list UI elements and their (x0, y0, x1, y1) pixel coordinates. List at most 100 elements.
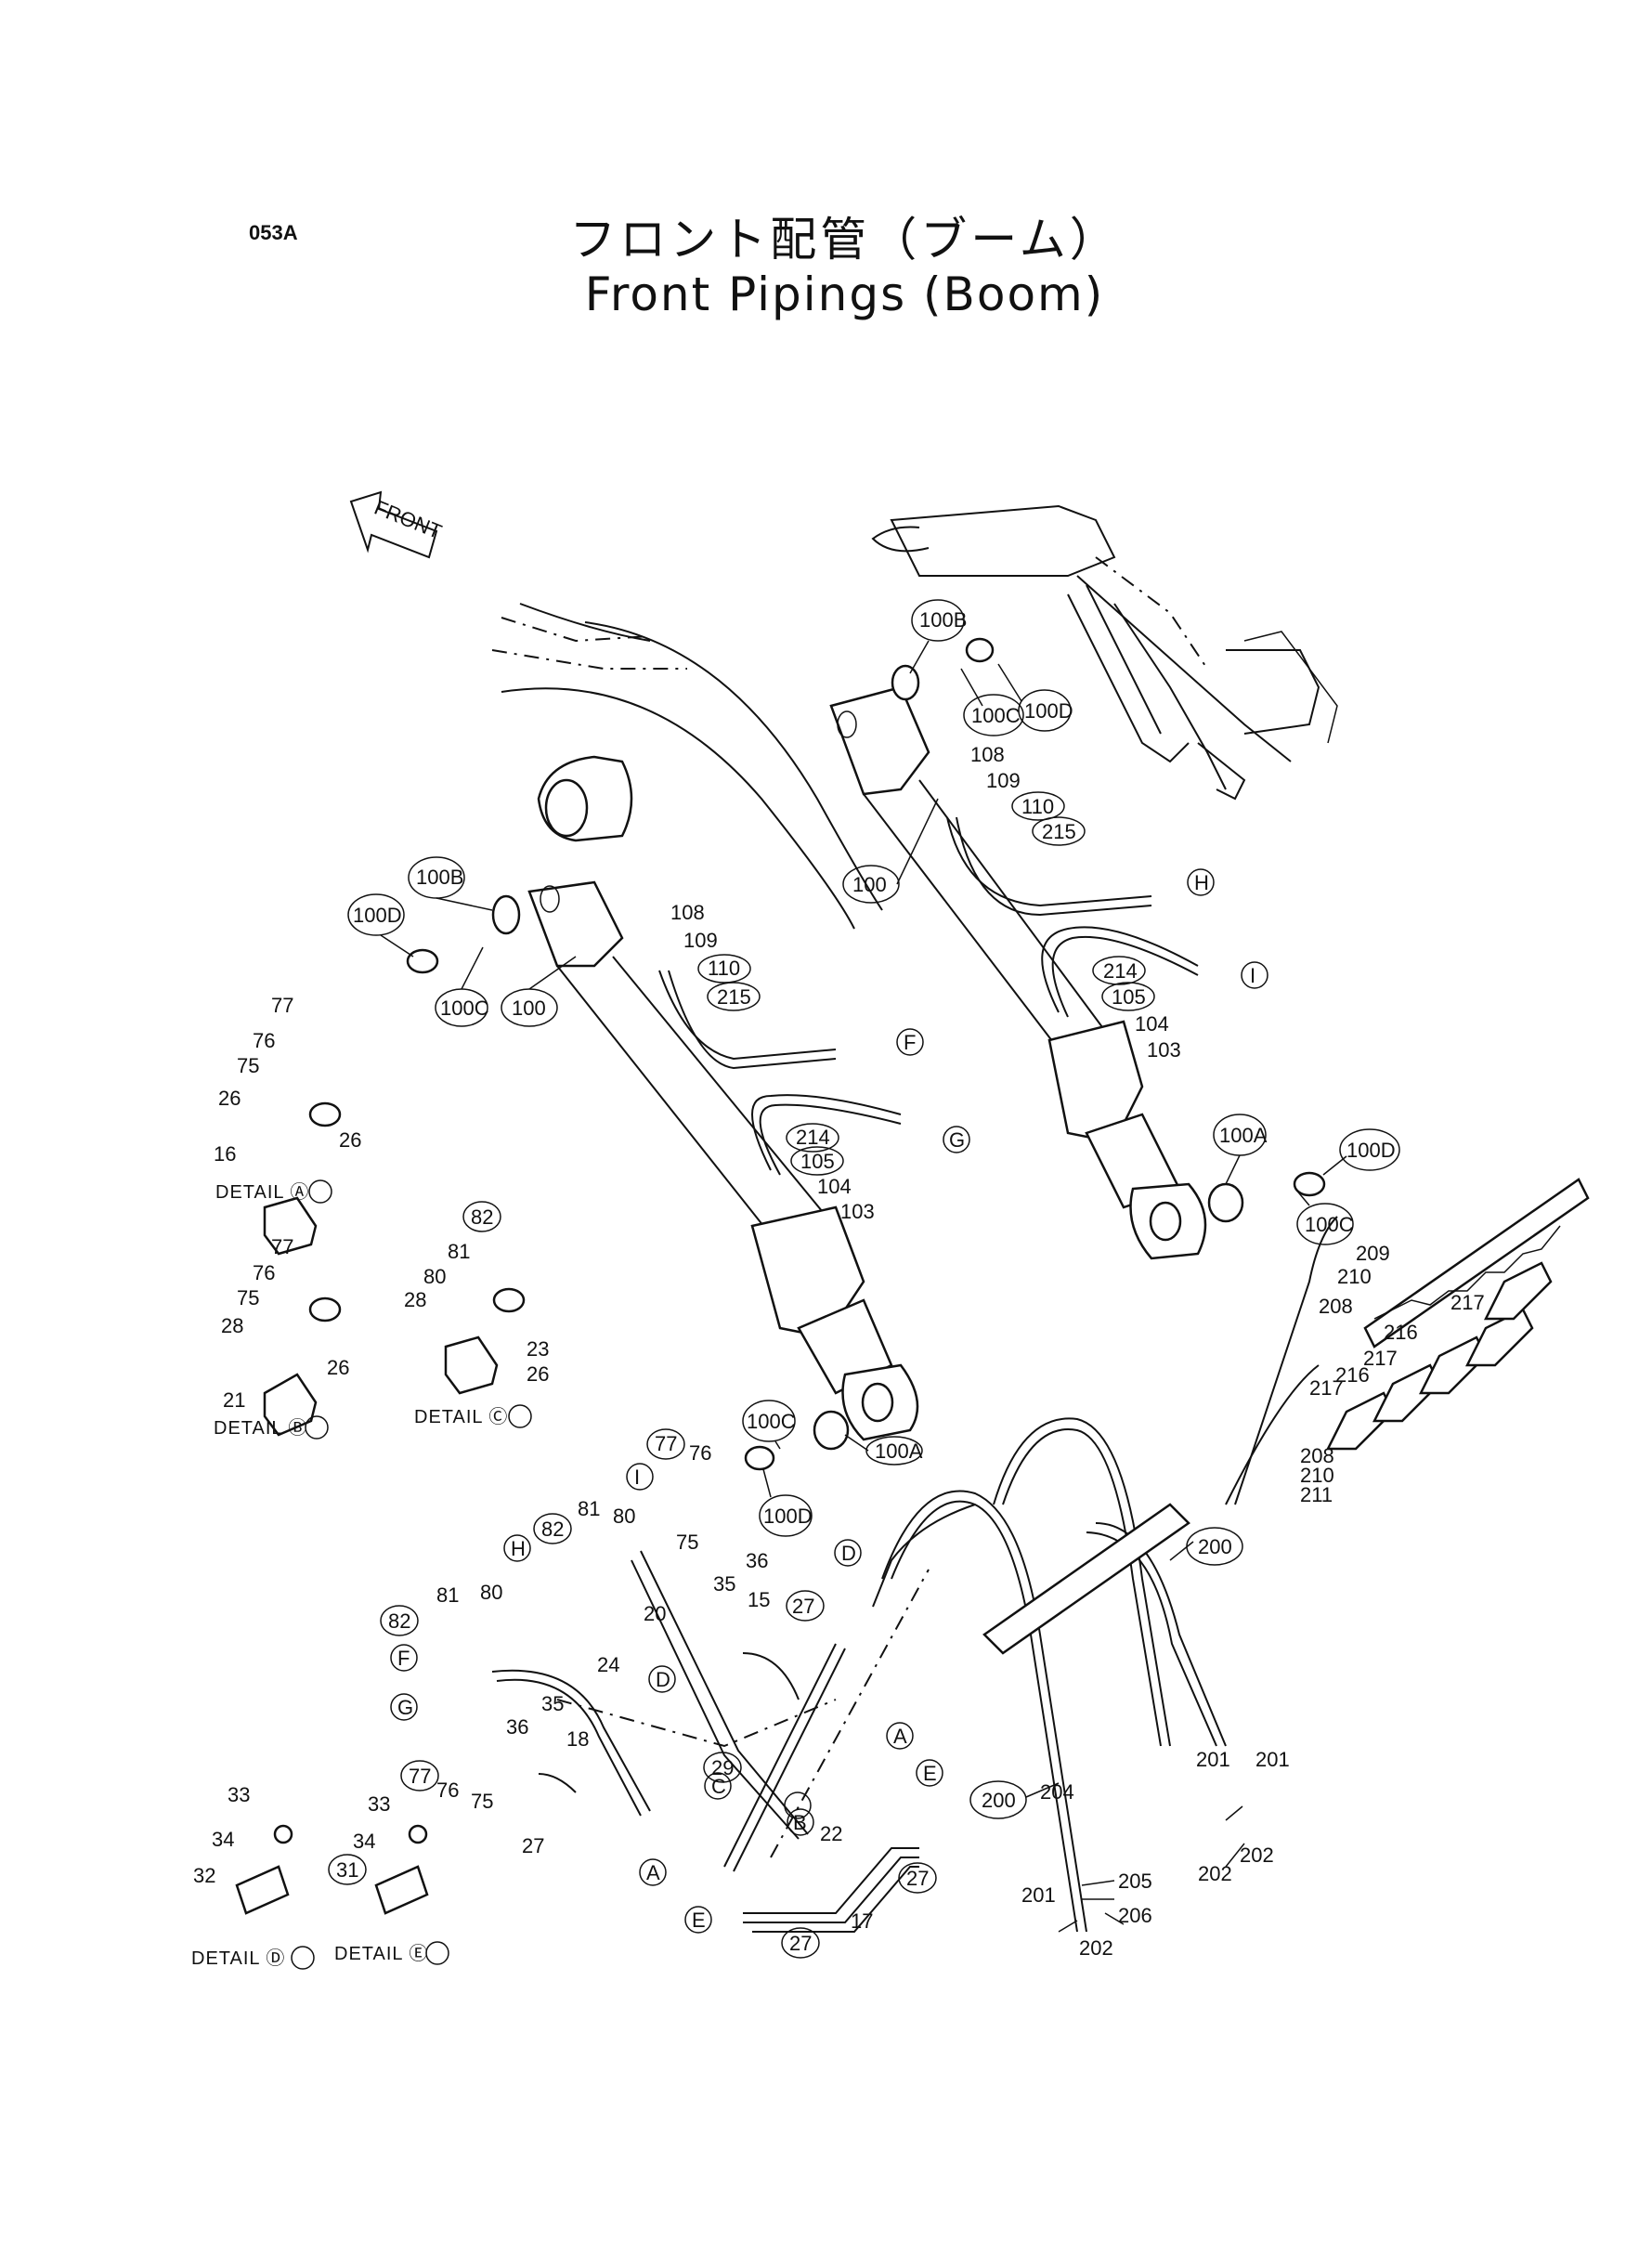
callout-204: 204 (1040, 1780, 1074, 1804)
callout-36-lower-left: 36 (506, 1715, 528, 1739)
callout-105-left: 105 (800, 1150, 835, 1173)
callout-bubbles (328, 599, 1400, 1959)
callout-35-lower: 35 (713, 1572, 735, 1596)
callout-81-detail-c: 81 (448, 1240, 470, 1263)
callout-82-detail-c: 82 (471, 1205, 493, 1229)
callout-34-detail-d: 34 (212, 1828, 234, 1851)
callout-34-detail-e: 34 (353, 1830, 375, 1853)
callout-100c-lower-right: 100C (1305, 1213, 1354, 1236)
page-title-english: Front Pipings (Boom) (584, 267, 1105, 321)
connection-c-lower: C (711, 1775, 726, 1798)
boom-cylinder-right (829, 685, 1207, 1260)
connection-g-lower: G (397, 1696, 413, 1719)
callout-100b-right: 100B (919, 608, 967, 632)
callout-104-left: 104 (817, 1175, 852, 1198)
callout-217-left: 217 (1309, 1376, 1344, 1400)
detail-a-label: DETAIL Ⓐ (215, 1181, 309, 1203)
callout-76-lower: 76 (689, 1441, 711, 1465)
connection-e-lower: E (923, 1762, 937, 1785)
detail-e-label: DETAIL Ⓔ (334, 1943, 428, 1964)
callout-100-left: 100 (512, 997, 546, 1020)
callout-104-right: 104 (1135, 1012, 1169, 1036)
callout-77-detail-b: 77 (271, 1235, 293, 1258)
callout-215-right: 215 (1042, 820, 1076, 843)
callout-105-right: 105 (1112, 985, 1146, 1009)
harness-plate (1234, 1178, 1590, 1505)
hoses (658, 816, 1199, 1176)
front-direction-arrow: FRONT (349, 490, 446, 559)
callout-100a-lower-left: 100A (875, 1440, 923, 1463)
callout-81-lower: 81 (578, 1497, 600, 1520)
callout-28-detail-b: 28 (221, 1314, 243, 1337)
connection-i-lower: I (634, 1466, 640, 1489)
callout-15-lower: 15 (748, 1588, 770, 1611)
callout-103-right: 103 (1147, 1038, 1181, 1062)
callout-109-left: 109 (683, 929, 718, 952)
connection-f-lower: F (397, 1647, 410, 1670)
callout-110-left: 110 (708, 957, 740, 980)
callout-100c-right: 100C (971, 704, 1021, 727)
callout-208-top: 208 (1319, 1295, 1353, 1318)
callout-26-detail-a-right: 26 (339, 1128, 361, 1152)
callout-35-lower-mid: 35 (541, 1692, 564, 1715)
callout-81-lower-left: 81 (436, 1583, 459, 1607)
callout-76-detail-b: 76 (253, 1261, 275, 1284)
callout-210-bottom: 210 (1300, 1464, 1334, 1487)
callout-76-detail-a: 76 (253, 1029, 275, 1052)
callout-82-lower: 82 (541, 1518, 564, 1541)
callout-17-lower: 17 (851, 1909, 873, 1933)
callout-22-lower: 22 (820, 1822, 842, 1845)
callout-80-lower: 80 (613, 1505, 635, 1528)
boom-cylinder-left (527, 755, 919, 1441)
callout-202-right-a: 202 (1240, 1844, 1274, 1867)
callout-100c-lower-left: 100C (747, 1410, 796, 1433)
connection-f-left: F (904, 1031, 916, 1054)
callout-80-lower-left: 80 (480, 1581, 502, 1604)
callout-31-detail-e: 31 (336, 1858, 358, 1882)
callout-201-right: 201 (1255, 1748, 1290, 1771)
callout-24-lower: 24 (597, 1653, 619, 1676)
pipe-frame-200 (881, 1364, 1320, 1933)
connection-i-right: I (1250, 964, 1255, 987)
front-arrow-label: FRONT (371, 496, 446, 544)
connection-h-lower: H (511, 1537, 526, 1560)
callout-76-lower-left: 76 (436, 1778, 459, 1802)
callout-103-left: 103 (840, 1200, 875, 1223)
callout-214-right: 214 (1103, 959, 1138, 983)
callout-26-detail-b: 26 (327, 1356, 349, 1379)
callout-100c-left: 100C (440, 997, 489, 1020)
callout-202-bottom: 202 (1079, 1936, 1113, 1960)
boom-outline (491, 603, 883, 930)
callout-100b-left: 100B (416, 866, 463, 889)
callout-77-detail-a: 77 (271, 994, 293, 1017)
callout-206: 206 (1118, 1904, 1152, 1927)
detail-d-label: DETAIL Ⓓ (191, 1948, 285, 1969)
callout-110-right: 110 (1021, 795, 1054, 818)
callout-33-detail-d: 33 (228, 1783, 250, 1806)
callout-217-top: 217 (1450, 1291, 1485, 1314)
callout-200-top: 200 (1198, 1535, 1232, 1558)
callout-32-detail-d: 32 (193, 1864, 215, 1887)
callout-75-lower-left: 75 (471, 1790, 493, 1813)
callout-75-lower: 75 (676, 1531, 698, 1554)
callout-100d-lower-right: 100D (1346, 1139, 1396, 1162)
callout-209: 209 (1356, 1242, 1390, 1265)
callout-33-detail-e: 33 (368, 1792, 390, 1816)
callout-82-lower-left: 82 (388, 1609, 410, 1633)
connection-h-right: H (1194, 871, 1209, 894)
connection-b-lower: B (793, 1811, 807, 1834)
callout-26-detail-a-top: 26 (218, 1087, 241, 1110)
callout-205: 205 (1118, 1870, 1152, 1893)
lower-piping (491, 1504, 976, 1933)
callout-215-left: 215 (717, 985, 751, 1009)
callout-100d-lower-left: 100D (763, 1505, 813, 1528)
page-title-japanese: フロント配管（ブーム） (569, 213, 1120, 267)
callout-217-mid: 217 (1363, 1347, 1398, 1370)
connection-g-left: G (949, 1128, 965, 1152)
connection-d-lower-mid: D (656, 1668, 670, 1691)
callout-77-lower-left: 77 (409, 1765, 431, 1788)
connection-a-lower-left: A (646, 1861, 660, 1884)
callout-18-lower: 18 (566, 1727, 589, 1751)
connection-a-lower: A (893, 1725, 907, 1748)
